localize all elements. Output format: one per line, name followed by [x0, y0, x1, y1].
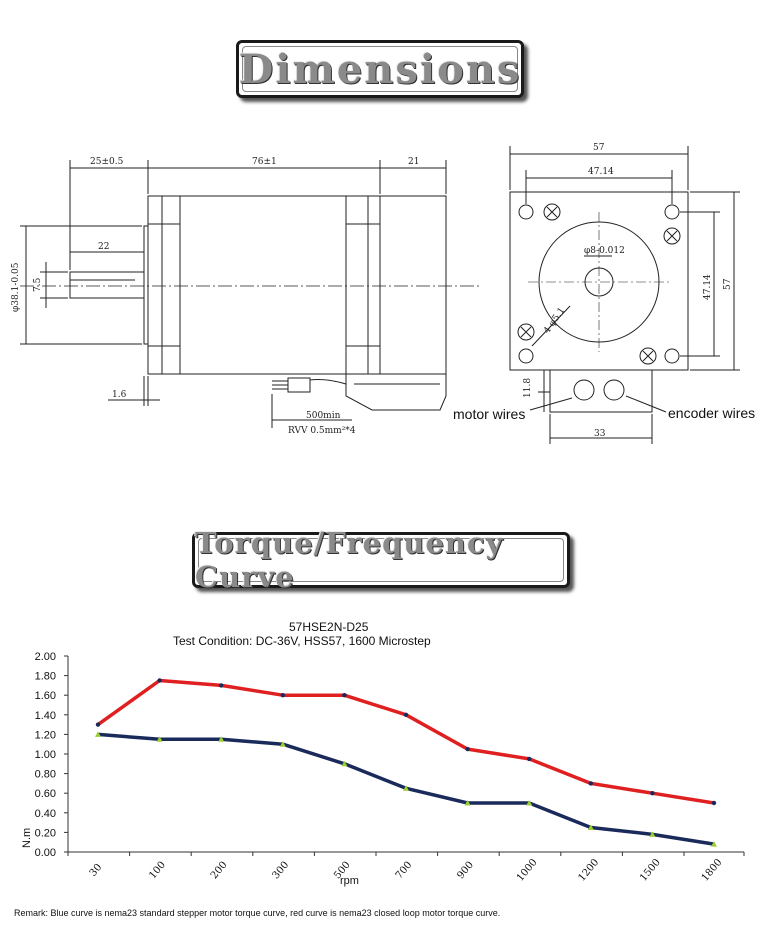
title-inner-border [198, 538, 564, 582]
x-tick-label: 30 [88, 862, 105, 879]
dim-pilot-diameter: φ38.1-0.05 [11, 262, 21, 312]
x-tick-label: 1200 [576, 857, 601, 884]
data-point [218, 736, 225, 742]
data-point [341, 760, 348, 767]
x-tick-label: 200 [209, 860, 230, 882]
dim-body-length: 76±1 [252, 157, 277, 167]
dimension-drawing: 25±0.5 76±1 21 22 φ38.1-0.05 7.5 1.6 500… [11, 143, 755, 444]
dim-rear-length: 21 [408, 157, 419, 167]
y-tick-label: 0.00 [35, 847, 56, 859]
dimensions-title-box: Dimensions [236, 40, 524, 98]
dim-cable-length: 500min [306, 411, 341, 421]
data-point [157, 678, 162, 683]
dim-front-height: 57 [723, 278, 733, 290]
torque-title: Torque/Frequency Curve [195, 526, 504, 594]
data-point [465, 746, 470, 752]
torque-title-box: Torque/Frequency Curve [192, 526, 570, 594]
dim-hole-spacing: 47.14 [588, 167, 614, 177]
x-tick-label: 900 [455, 860, 476, 882]
data-point [219, 683, 224, 688]
y-tick-label: 2.00 [35, 651, 56, 663]
x-tick-label: 1000 [515, 857, 540, 884]
data-point [588, 781, 593, 786]
data-point [527, 756, 532, 762]
y-tick-label: 0.40 [35, 808, 56, 820]
data-point [649, 831, 656, 837]
data-point [280, 693, 285, 698]
label-motor-wires: motor wires [453, 406, 525, 422]
chart-model: 57HSE2N-D25 [289, 620, 369, 634]
data-point [95, 731, 101, 737]
data-point [711, 800, 717, 806]
x-tick-label: 1500 [638, 857, 663, 884]
y-tick-label: 0.20 [35, 827, 56, 839]
series-line-1 [96, 678, 715, 805]
y-tick-label: 1.40 [35, 710, 56, 722]
side-view [20, 160, 480, 428]
data-point [279, 741, 286, 747]
y-tick-label: 0.60 [35, 788, 56, 800]
data-point [711, 841, 717, 847]
dim-flat: 7.5 [33, 277, 43, 292]
torque-chart: 0.00 0.20 0.40 0.60 0.80 1.00 1.20 1.40 1.60 1.80… [21, 651, 745, 887]
dim-connector-height: 11.8 [523, 378, 533, 398]
data-point [403, 712, 409, 717]
data-point [95, 722, 101, 727]
x-tick-label: 1800 [700, 857, 725, 884]
data-point [587, 824, 594, 830]
label-encoder-wires: encoder wires [668, 405, 755, 421]
dim-connector-width: 33 [594, 429, 606, 439]
data-point [403, 785, 409, 791]
dimensions-title: Dimensions [238, 45, 522, 93]
x-tick-label: 300 [271, 860, 292, 882]
cable-spec: RVV 0.5mm²*4 [288, 426, 356, 436]
dim-shaft-length: 22 [98, 242, 109, 252]
title-inner-border [242, 46, 518, 92]
y-tick-label: 0.80 [35, 769, 56, 781]
dim-front-width: 57 [593, 143, 605, 153]
data-point [526, 800, 533, 806]
y-axis-label: N.m [21, 828, 33, 848]
chart-remark: Remark: Blue curve is nema23 standard st… [14, 908, 501, 918]
data-point [156, 736, 163, 742]
x-axis-label: rpm [340, 875, 359, 887]
x-tick-label: 100 [147, 860, 168, 882]
y-tick-label: 1.00 [35, 749, 56, 761]
dim-pilot-length: 25±0.5 [90, 157, 124, 167]
dim-flange-thickness: 1.6 [112, 390, 127, 400]
y-tick-label: 1.80 [35, 671, 56, 683]
dim-hole-spacing-vertical: 47.14 [703, 274, 713, 300]
y-tick-label: 1.60 [35, 690, 56, 702]
front-view [509, 146, 740, 444]
chart-test-condition: Test Condition: DC-36V, HSS57, 1600 Micr… [173, 634, 431, 648]
data-point [464, 800, 471, 806]
data-point [342, 693, 347, 698]
x-tick-label: 700 [394, 860, 415, 882]
dim-shaft-diameter: φ8-0.012 [584, 246, 625, 256]
y-tick-label: 1.20 [35, 729, 56, 741]
data-point [650, 791, 655, 796]
